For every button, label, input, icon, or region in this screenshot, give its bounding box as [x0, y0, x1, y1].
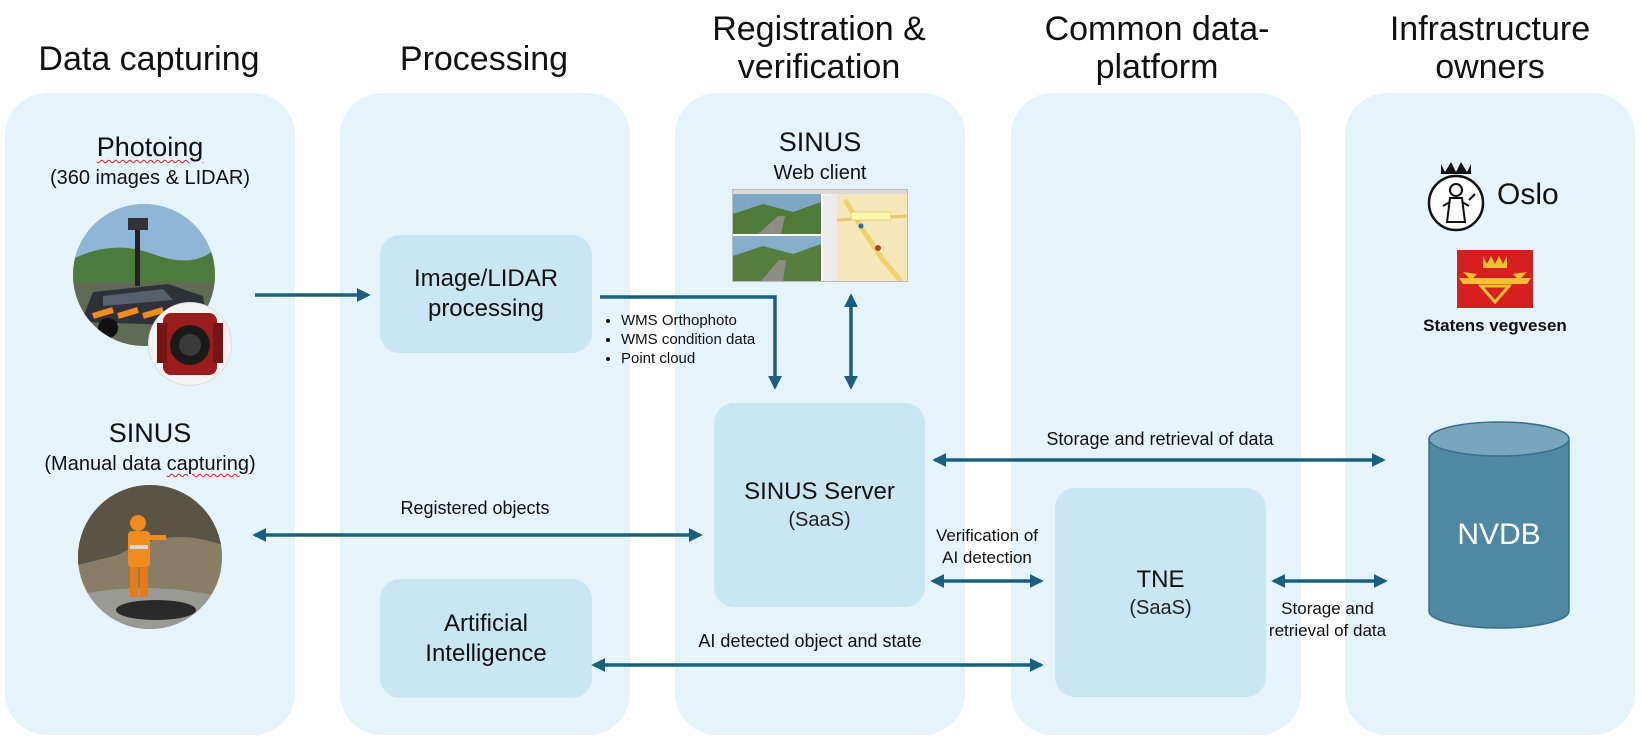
column-title-common-platform: Common data- platform — [1044, 10, 1270, 86]
tne-title: TNE — [1136, 565, 1185, 593]
label-verification: Verification of AI detection — [935, 526, 1039, 567]
sinus-web-subtitle: Web client — [773, 162, 867, 184]
label-storage-top: Storage and retrieval of data — [1046, 429, 1274, 449]
oslo-seal-icon — [1427, 162, 1485, 232]
nvdb-database: NVDB — [1428, 421, 1570, 629]
sinus-server-title: SINUS Server — [744, 478, 895, 505]
processing-outputs-list: WMS Orthophoto WMS condition data Point … — [597, 311, 755, 368]
lidar-scanner-image — [157, 313, 223, 375]
photoing-title: Photoing — [5, 132, 295, 163]
column-title-registration: Registration & verification — [712, 10, 926, 86]
output-item-point-cloud: Point cloud — [621, 349, 755, 368]
sinus-capture-title: SINUS — [108, 418, 192, 448]
artificial-intelligence-label: Artificial Intelligence — [425, 609, 547, 667]
column-title-data-capturing: Data capturing — [38, 40, 260, 78]
web-client-image — [733, 190, 907, 281]
database-cylinder-icon — [1428, 421, 1570, 629]
sinus-sub-suffix: ) — [248, 453, 256, 475]
label-registered-objects: Registered objects — [400, 498, 550, 518]
svv-logo-text: Statens vegvesen — [1423, 316, 1567, 335]
nvdb-label: NVDB — [1457, 518, 1541, 551]
oslo-logo: Oslo — [1425, 160, 1605, 232]
label-ai-detected: AI detected object and state — [698, 631, 922, 651]
image-lidar-processing-label: Image/LIDAR processing — [413, 265, 559, 322]
photoing-subtitle: (360 images & LIDAR) — [49, 167, 251, 189]
tne-box: TNE (SaaS) — [1055, 488, 1266, 697]
web-client-screenshot — [732, 189, 908, 282]
output-item-orthophoto: WMS Orthophoto — [621, 311, 755, 330]
artificial-intelligence-box: Artificial Intelligence — [380, 579, 592, 698]
column-title-processing: Processing — [399, 40, 569, 78]
arrow-processing-to-server — [600, 295, 782, 390]
statens-vegvesen-logo: Statens vegvesen — [1410, 250, 1580, 338]
sinus-sub-wavy: capturing — [166, 453, 249, 475]
column-title-infrastructure-owners: Infrastructure owners — [1389, 10, 1591, 86]
output-item-condition-data: WMS condition data — [621, 330, 755, 349]
sinus-web-title: SINUS — [778, 127, 862, 157]
sinus-server-box: SINUS Server (SaaS) — [714, 403, 925, 607]
image-lidar-processing-box: Image/LIDAR processing — [380, 235, 592, 353]
photo-lidar-scanner — [148, 302, 232, 386]
tne-subtitle: (SaaS) — [1129, 596, 1192, 619]
sinus-sub-prefix: (Manual data — [44, 453, 167, 475]
svv-emblem-icon — [1457, 250, 1533, 308]
photo-field-worker — [78, 485, 222, 629]
oslo-logo-text: Oslo — [1497, 178, 1559, 211]
field-worker-image — [78, 485, 222, 629]
label-storage-right: Storage and retrieval of data — [1268, 599, 1387, 640]
sinus-capture-subtitle: (Manual data capturing) — [5, 453, 295, 476]
photoing-title-text: Photoing — [96, 132, 204, 162]
sinus-server-subtitle: (SaaS) — [788, 509, 851, 531]
